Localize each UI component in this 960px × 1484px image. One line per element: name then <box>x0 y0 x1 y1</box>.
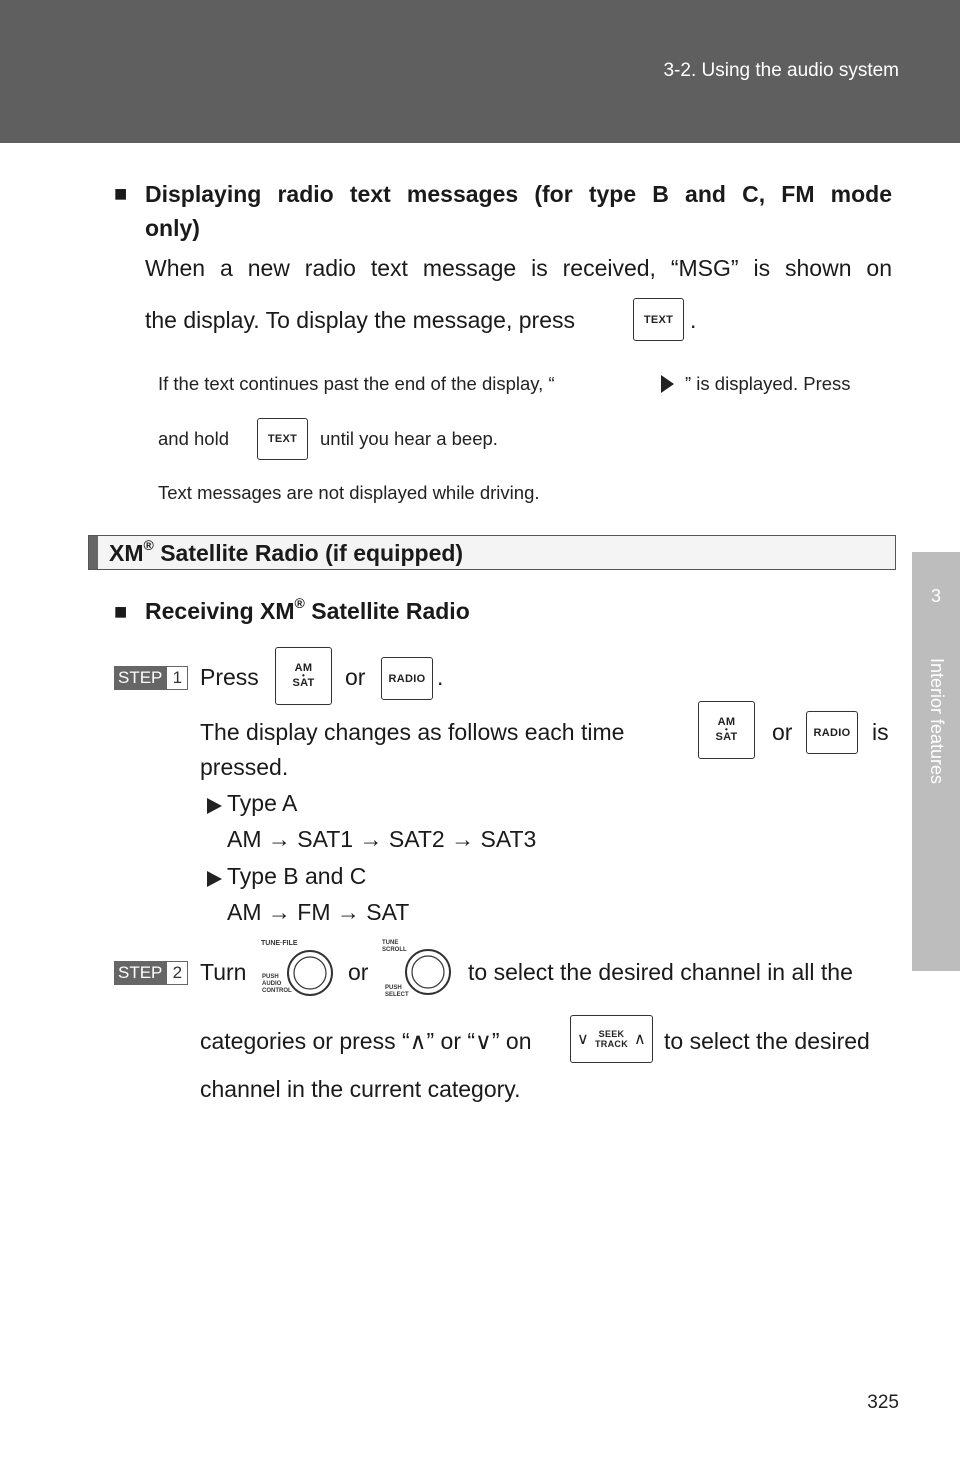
section-title-bar: XM® Satellite Radio (if equipped) <box>88 535 896 570</box>
bullet-square: ■ <box>114 181 128 206</box>
note-hold-b: until you hear a beep. <box>320 428 498 449</box>
step-1-period: . <box>437 664 444 690</box>
step-1-press: Press <box>200 664 259 690</box>
step-1-or: or <box>345 664 366 690</box>
type-bc-sequence: AM → FM → SAT <box>227 899 410 925</box>
am-sat-button-icon-2: AM • SAT <box>698 701 755 759</box>
knob2-bottom-label: PUSH SELECT <box>385 985 409 999</box>
knob1-bottom-label: PUSH AUDIO CONTROL <box>262 974 292 995</box>
side-tab-label: Interior features <box>927 658 947 785</box>
radio-button-icon: RADIO <box>381 657 433 700</box>
subheading-rest: Satellite Radio <box>304 598 470 624</box>
step-2-label: STEP <box>114 961 167 985</box>
subheading-receiving-xm: Receiving XM® Satellite Radio <box>145 594 470 628</box>
side-tab: 3 Interior features <box>912 143 960 1484</box>
am-sat-key-am: AM <box>294 662 313 674</box>
step-1-desc-pressed: pressed. <box>200 754 289 780</box>
play-triangle-icon <box>661 375 674 396</box>
section-bar-accent <box>89 536 98 569</box>
section-title-reg: ® <box>143 537 154 553</box>
type-a-sequence: AM → SAT1 → SAT2 → SAT3 <box>227 826 537 852</box>
type-a-label: Type A <box>227 790 298 816</box>
page-number: 325 <box>867 1392 899 1413</box>
am-sat-key-sat-2: SAT <box>715 731 738 743</box>
knob1-dial <box>287 950 333 996</box>
step-2-or: or <box>348 959 369 985</box>
type-bc-marker <box>207 864 222 891</box>
seek-track-labels: SEEK TRACK <box>595 1029 628 1049</box>
seek-label: SEEK <box>598 1029 625 1039</box>
note-continues-a: If the text continues past the end of th… <box>158 373 555 394</box>
text-button-icon: TEXT <box>633 298 684 341</box>
step-2-line2-b: to select the desired <box>664 1028 870 1054</box>
chevron-up-icon: ∧ <box>633 1031 646 1048</box>
chevron-down-icon: ∨ <box>577 1031 590 1048</box>
knob2-tune: TUNE <box>382 940 399 946</box>
knob1-audio: AUDIO <box>262 981 282 987</box>
knob2-top-label: TUNE SCROLL <box>382 940 407 954</box>
subheading-radio-text-line2: only) <box>145 215 200 241</box>
subheading-reg: ® <box>294 595 305 611</box>
radio-button-icon-2: RADIO <box>806 711 858 754</box>
subheading-radio-text-line1: Displaying radio text messages (for type… <box>145 181 892 207</box>
seek-track-button-icon: ∨ SEEK TRACK ∧ <box>570 1015 653 1063</box>
step-1-desc-or: or <box>772 719 793 745</box>
header-section-title: 3-2. Using the audio system <box>663 60 899 81</box>
step-1-desc-is: is <box>872 719 889 745</box>
am-sat-button-icon: AM • SAT <box>275 647 332 705</box>
tune-scroll-knob-icon: TUNE SCROLL PUSH SELECT <box>382 940 458 1002</box>
knob2-scroll: SCROLL <box>382 947 407 953</box>
subheading-xm: Receiving XM <box>145 598 295 624</box>
knob1-control: CONTROL <box>262 988 292 994</box>
side-tab-label-wrap: Interior features <box>912 658 960 958</box>
section-title-xm: XM <box>109 540 144 566</box>
step-2-line1-end: to select the desired channel in all the <box>468 959 853 985</box>
side-tab-band <box>912 552 960 971</box>
step-1-badge: STEP 1 <box>114 666 189 690</box>
paragraph-msg-line1: When a new radio text message is receive… <box>145 255 892 281</box>
type-a-marker <box>207 791 222 818</box>
am-sat-key-sat: SAT <box>292 677 315 689</box>
step-2-number: 2 <box>166 961 189 985</box>
am-sat-key-am-2: AM <box>717 716 736 728</box>
knob2-select: SELECT <box>385 992 409 998</box>
step-2-badge: STEP 2 <box>114 961 189 985</box>
step-2-line2-a: categories or press “∧” or “∨” on <box>200 1028 532 1054</box>
section-title-rest: Satellite Radio (if equipped) <box>153 540 464 566</box>
note-not-while-driving: Text messages are not displayed while dr… <box>158 482 540 503</box>
page-header: 3-2. Using the audio system <box>0 0 960 143</box>
track-label: TRACK <box>595 1039 628 1049</box>
am-sat-key-dot: • <box>301 671 306 680</box>
step-1-label: STEP <box>114 666 167 690</box>
section-title: XM® Satellite Radio (if equipped) <box>109 537 464 567</box>
knob1-top-label: TUNE·FILE <box>261 940 298 947</box>
text-button-icon-2: TEXT <box>257 418 308 460</box>
bullet-square-2: ■ <box>114 599 128 624</box>
note-hold-a: and hold <box>158 428 229 449</box>
step-2-turn: Turn <box>200 959 247 985</box>
paragraph-msg-line2: the display. To display the message, pre… <box>145 307 575 333</box>
side-tab-number: 3 <box>930 586 941 606</box>
step-2-line3: channel in the current category. <box>200 1076 521 1102</box>
note-continues-b: ” is displayed. Press <box>685 373 851 394</box>
paragraph-msg-period: . <box>690 307 697 333</box>
knob2-dial <box>405 949 451 995</box>
knob2-push: PUSH <box>385 985 402 991</box>
am-sat-key-dot-2: • <box>724 725 729 734</box>
type-bc-label: Type B and C <box>227 863 367 889</box>
knob1-push: PUSH <box>262 974 279 980</box>
step-1-desc: The display changes as follows each time <box>200 719 625 745</box>
step-1-number: 1 <box>166 666 189 690</box>
tune-file-knob-icon: TUNE·FILE PUSH AUDIO CONTROL <box>259 940 335 1002</box>
